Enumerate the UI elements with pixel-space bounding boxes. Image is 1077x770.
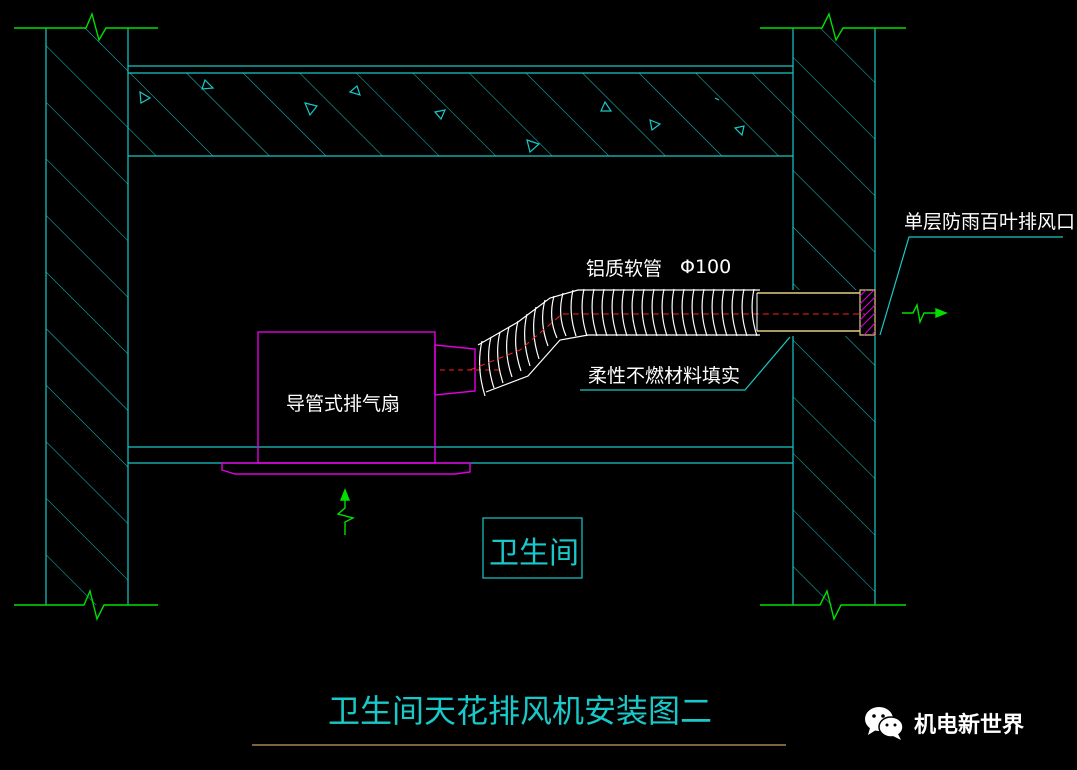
break-lines xyxy=(14,11,906,622)
louver-label: 单层防雨百叶排风口 xyxy=(904,211,1075,233)
louver-hatch xyxy=(859,289,876,336)
concrete-slab xyxy=(128,65,793,157)
break-line-top-left xyxy=(14,11,158,42)
hose-centerline xyxy=(469,313,865,371)
fill-leader xyxy=(580,336,791,391)
leader-lines xyxy=(580,236,1063,391)
drawing-title: 卫生间天花排风机安装图二 xyxy=(328,692,712,730)
break-line-bottom-left xyxy=(14,588,158,622)
room-label: 卫生间 xyxy=(489,536,579,571)
watermark-text: 机电新世界 xyxy=(914,713,1025,738)
wechat-icon xyxy=(865,707,904,740)
left-wall xyxy=(45,28,129,605)
hose-label: 铝质软管 xyxy=(586,258,662,280)
concrete-aggregate-marks xyxy=(139,78,745,154)
break-line-top-right xyxy=(760,12,906,42)
flexible-hose xyxy=(469,288,865,397)
ceiling-line xyxy=(128,446,793,464)
wall-sleeve xyxy=(756,289,876,336)
airflow-arrow-right-icon xyxy=(902,302,948,325)
fan-label: 导管式排气扇 xyxy=(286,393,400,415)
duct-fan xyxy=(221,331,500,475)
hose-size-label: Φ100 xyxy=(680,256,731,278)
room-label-box xyxy=(482,517,583,579)
watermark: 机电新世界 xyxy=(862,703,1024,743)
fill-label: 柔性不燃材料填实 xyxy=(588,365,740,387)
hose-corrugations xyxy=(479,288,758,397)
airflow-arrow-up-icon xyxy=(336,488,355,535)
louver-leader xyxy=(879,236,1063,336)
break-line-bottom-right xyxy=(760,588,906,622)
right-wall xyxy=(792,28,876,605)
